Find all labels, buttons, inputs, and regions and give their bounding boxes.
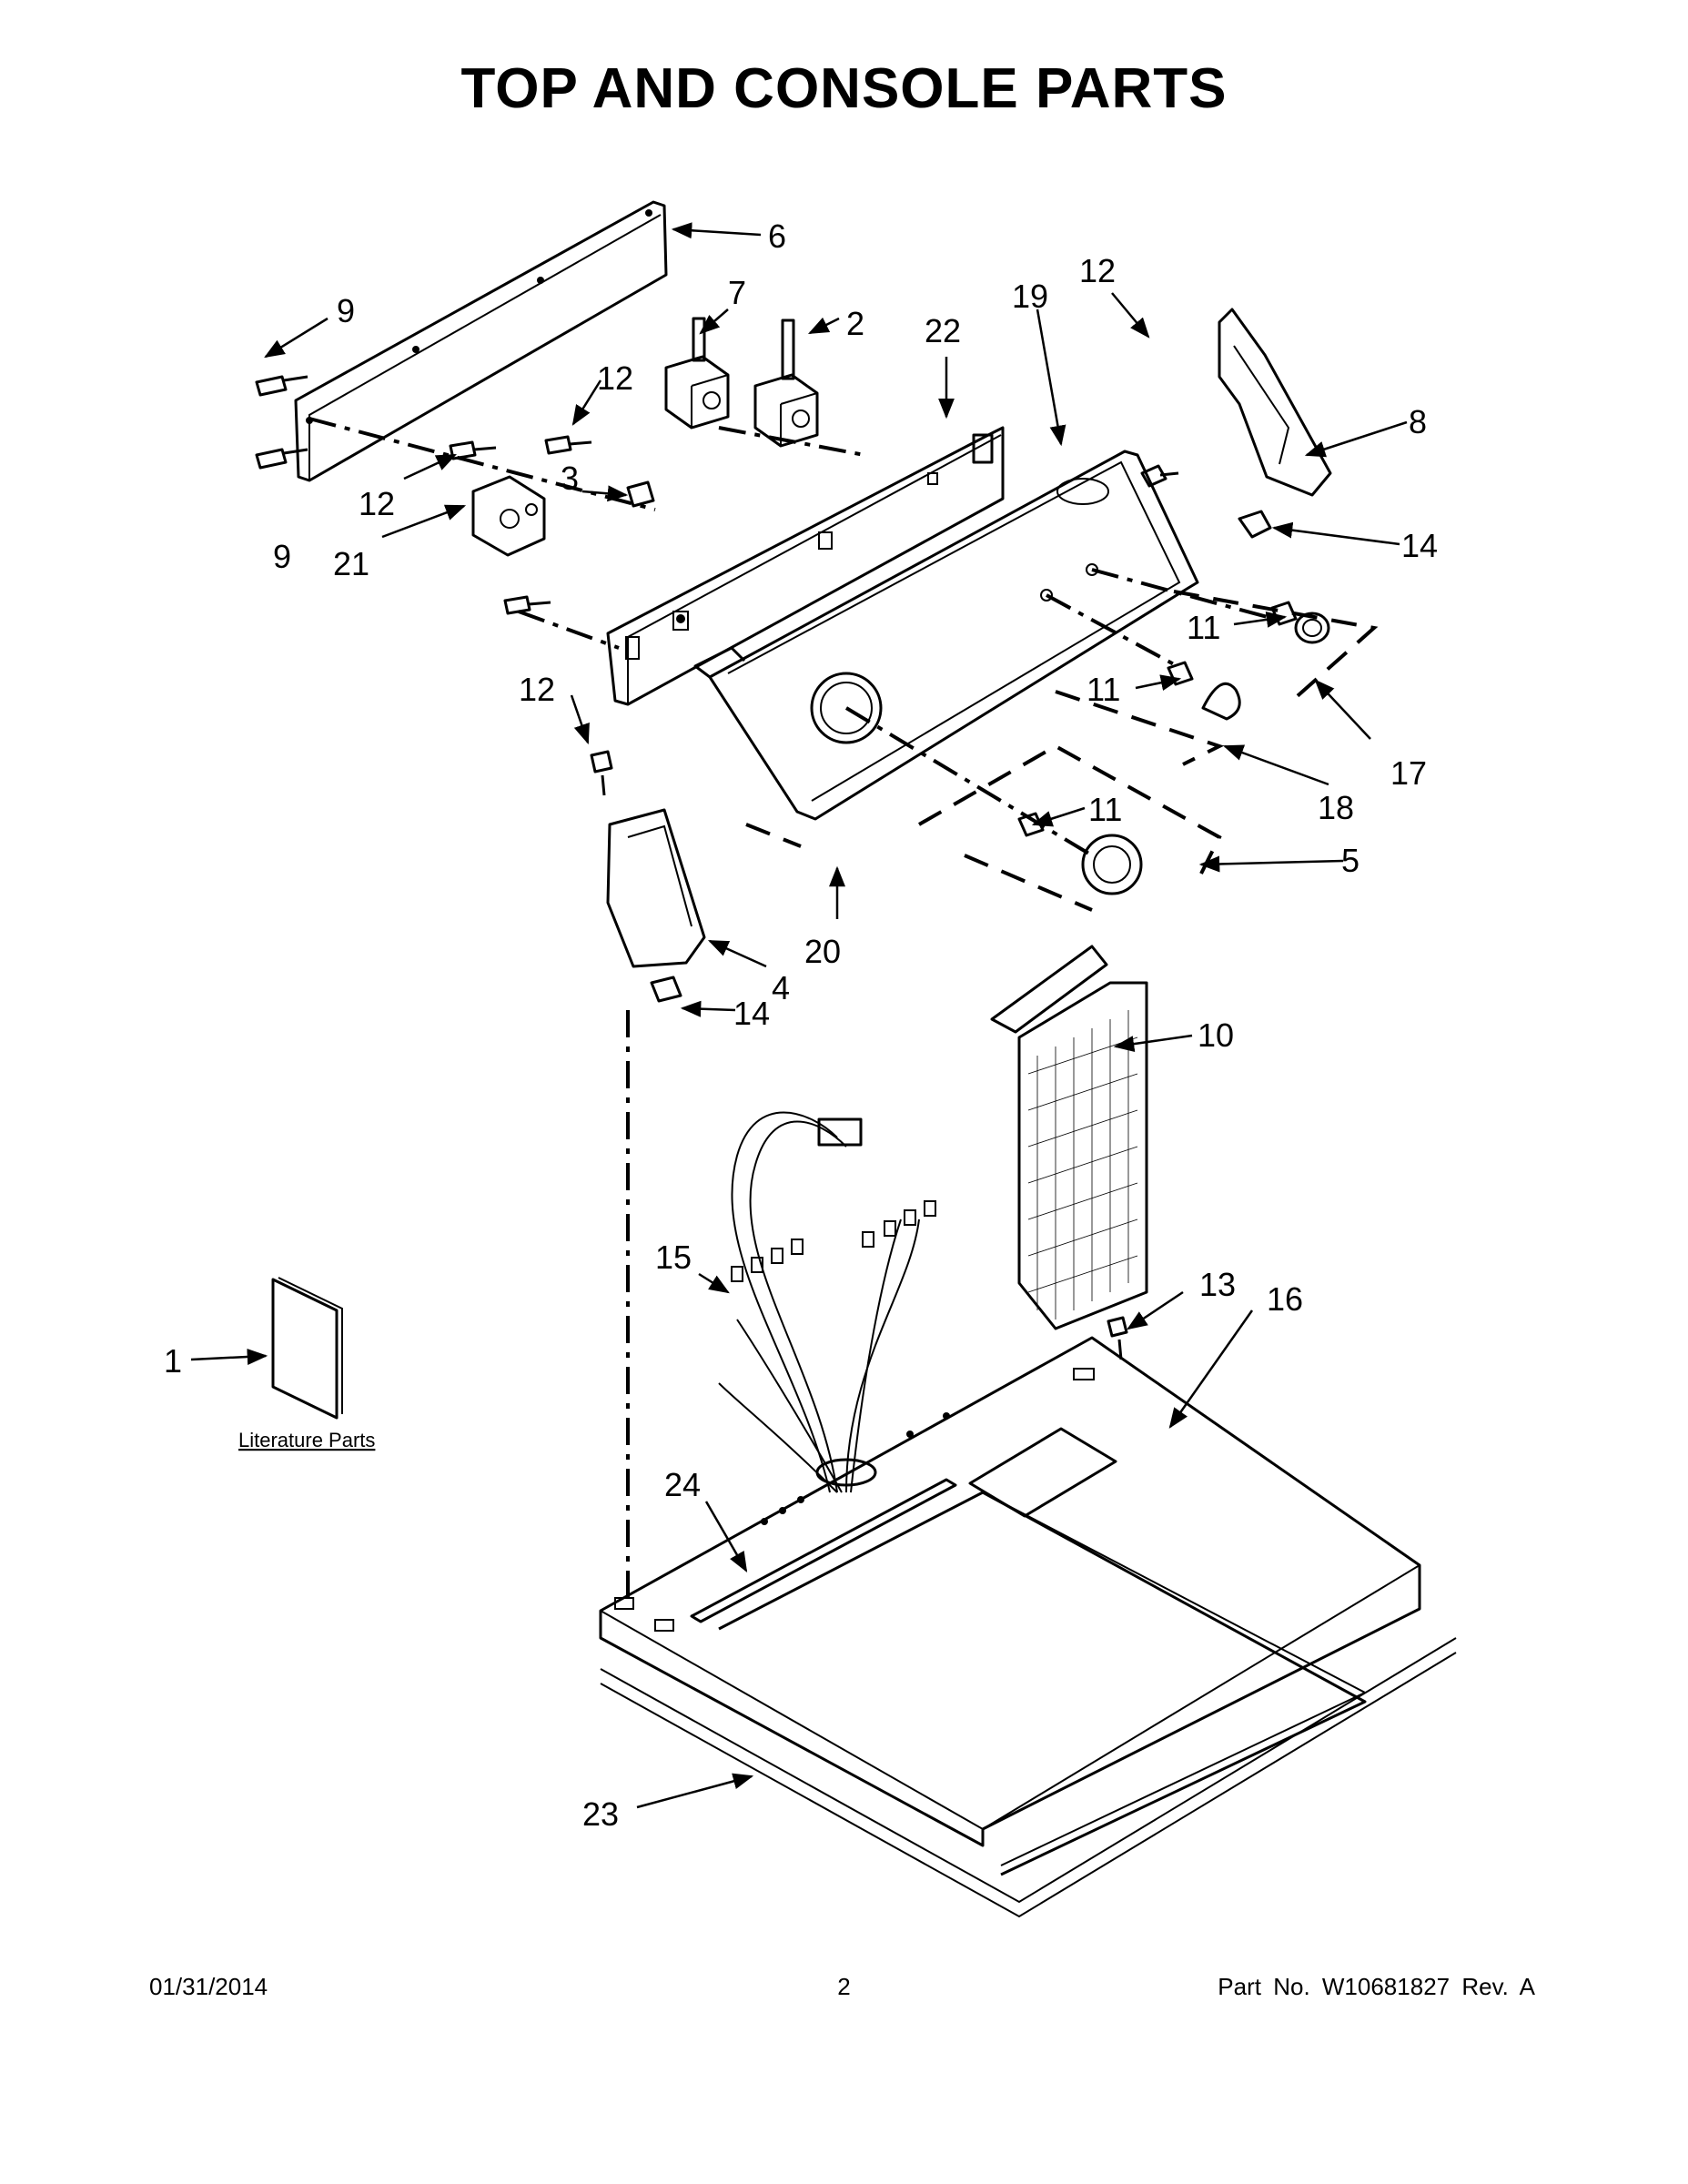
screw-12-a <box>449 440 497 460</box>
knob-18 <box>1167 661 1241 721</box>
callout-11-a: 11 <box>1187 609 1220 646</box>
switch-7 <box>664 317 730 430</box>
clip-14-lower <box>650 976 682 1003</box>
wire-harness <box>718 1111 936 1493</box>
leader-lines <box>190 222 1408 1809</box>
callout-11-c: 11 <box>1088 791 1122 828</box>
footer-page-number: 2 <box>837 1973 851 2000</box>
callout-24: 24 <box>664 1466 701 1503</box>
top-panel <box>599 1336 1421 1876</box>
callout-10: 10 <box>1198 1016 1234 1054</box>
callout-22: 22 <box>925 312 961 349</box>
callout-12-c: 12 <box>519 671 555 708</box>
callout-16: 16 <box>1267 1280 1303 1318</box>
callout-12-e: 12 <box>1079 252 1116 289</box>
page-title: TOP AND CONSOLE PARTS <box>460 57 1228 120</box>
control-panel-22 <box>606 426 1005 706</box>
callout-9-a: 9 <box>337 292 355 329</box>
callout-20: 20 <box>804 933 841 970</box>
callout-2: 2 <box>846 305 864 342</box>
screw-9-lower <box>255 448 308 470</box>
knob-17 <box>1270 601 1330 644</box>
screw-12-d <box>1140 464 1179 488</box>
console-19 <box>693 450 1199 821</box>
end-cap-right <box>1218 308 1332 497</box>
callout-19: 19 <box>1012 278 1048 315</box>
callout-3: 3 <box>561 460 579 497</box>
callout-18: 18 <box>1318 789 1354 826</box>
screw-9-upper <box>255 375 308 397</box>
lint-screen <box>990 945 1148 1330</box>
footer-date: 01/31/2014 <box>149 1973 268 2000</box>
top-seal <box>600 1637 1457 1918</box>
knob-5 <box>1017 812 1143 895</box>
screw-12-b <box>544 435 592 455</box>
screw-12-c <box>503 595 551 615</box>
screw-13 <box>1107 1316 1128 1360</box>
callout-11-b: 11 <box>1087 671 1120 708</box>
callout-labels: 6 7 2 22 19 12 8 14 11 11 11 17 18 5 9 1… <box>164 217 1438 1833</box>
timer-assembly <box>471 475 546 557</box>
callout-5: 5 <box>1341 842 1359 879</box>
callout-14-a: 14 <box>1401 527 1438 564</box>
callout-12-b: 12 <box>359 485 395 522</box>
callout-13: 13 <box>1199 1266 1236 1303</box>
literature-booklet <box>271 1277 343 1420</box>
callout-6: 6 <box>768 217 786 255</box>
callout-21: 21 <box>333 545 369 582</box>
callout-14-b: 14 <box>733 995 770 1032</box>
callout-4: 4 <box>772 969 790 1006</box>
screw-12-e <box>590 750 613 796</box>
callout-1: 1 <box>164 1342 182 1380</box>
console-back-panel <box>294 200 668 482</box>
switch-2 <box>753 318 819 448</box>
footer-part-number: Part No. W10681827 Rev. A <box>1218 1973 1535 2000</box>
end-cap-left <box>606 808 706 968</box>
callout-12-a: 12 <box>597 359 633 397</box>
literature-parts-label: Literature Parts <box>238 1429 375 1451</box>
callout-9-b: 9 <box>273 538 291 575</box>
clip-14-upper <box>1238 510 1272 539</box>
callout-17: 17 <box>1390 754 1427 792</box>
callout-8: 8 <box>1409 403 1427 440</box>
switch-3 <box>626 480 655 508</box>
callout-15: 15 <box>655 1239 692 1276</box>
callout-7: 7 <box>728 274 746 311</box>
callout-23: 23 <box>582 1795 619 1833</box>
